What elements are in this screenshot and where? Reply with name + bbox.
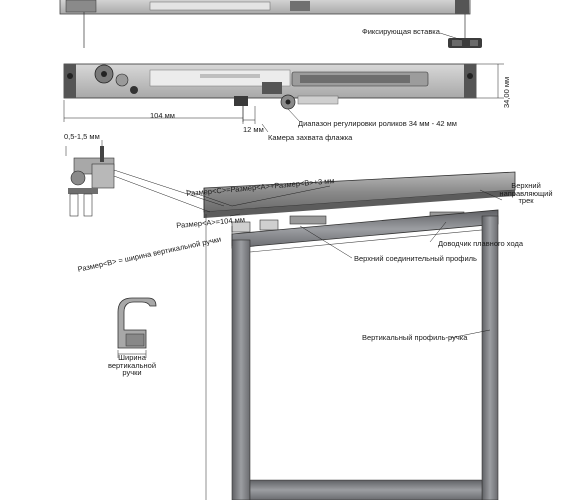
vertical-profile-label: Вертикальный профиль-ручка [362, 333, 468, 342]
dimension-lines-top [63, 63, 504, 133]
upper-profile-label: Верхний соединительный профиль [354, 254, 477, 263]
dim-12-label: 12 мм [243, 125, 264, 134]
door-frame [231, 209, 499, 500]
fixing-insert-part [448, 38, 482, 48]
handle-cross-section [117, 297, 157, 358]
fixing-insert-label: Фиксирующая вставка [362, 27, 440, 36]
upper-track-label: Верхний направляющий трек [499, 181, 553, 205]
upper-track [203, 171, 516, 218]
flag-chamber-label: Камера захвата флажка [268, 133, 353, 142]
hanger-detail [65, 140, 115, 217]
dim-34-label: 34,00 мм [502, 76, 511, 108]
dim-104-label: 104 мм [150, 111, 175, 120]
gap-label: 0,5-1,5 мм [64, 132, 100, 141]
top-mechanism-view [59, 0, 471, 48]
soft-close-label: Доводчик плавного хода [438, 239, 524, 248]
roller-range-label: Диапазон регулировки роликов 34 мм - 42 … [298, 119, 457, 128]
handle-width-label: Ширина вертикальной ручки [107, 353, 157, 377]
roller-mechanism-view [63, 63, 477, 110]
leader-lines [113, 32, 503, 500]
